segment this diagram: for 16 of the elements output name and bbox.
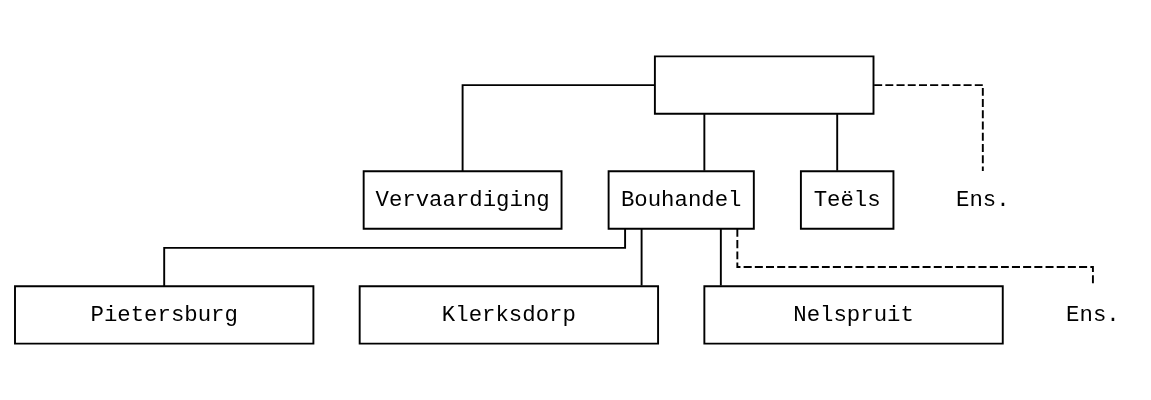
connector (703, 113, 706, 172)
node-text: Ens. (956, 186, 1010, 213)
connector (836, 113, 839, 172)
node-box: Vervaardiging (362, 170, 563, 230)
node-box: Klerksdorp (358, 285, 660, 345)
connector (719, 228, 722, 287)
connector (873, 84, 984, 172)
node-box (653, 55, 875, 115)
node-box: Teëls (799, 170, 895, 230)
connector (163, 228, 627, 288)
connector (461, 84, 656, 172)
connector (640, 228, 643, 287)
node-box: Bouhandel (607, 170, 755, 230)
node-box: Pietersburg (14, 285, 315, 345)
node-box: Nelspruit (703, 285, 1004, 345)
node-text: Ens. (1066, 301, 1120, 328)
